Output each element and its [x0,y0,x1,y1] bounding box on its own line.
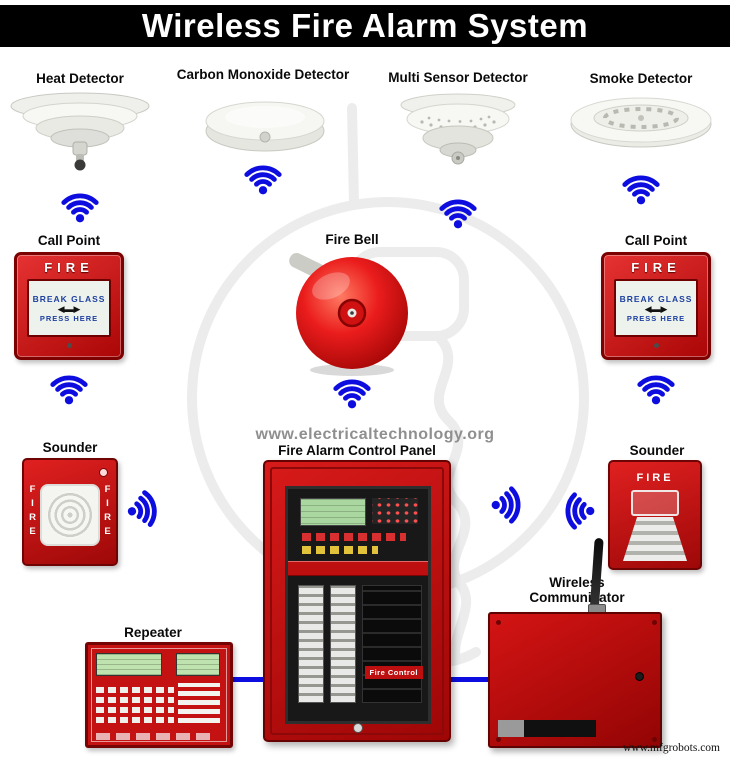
call-point-left-label: Call Point [37,233,101,248]
sounder-left-label: Sounder [42,440,98,455]
sounder-right-device: FIRE [608,460,702,570]
site-credit-text: www.mfgrobots.com [623,742,720,754]
repeater-device [85,642,233,748]
panel-door [270,467,444,735]
keyhole [635,672,644,681]
screw-dot [653,343,659,348]
multi-sensor-detector-illustration [400,93,516,165]
carbon-monoxide-detector-label: Carbon Monoxide Detector [176,67,350,82]
repeater-indicator-rows [178,683,220,723]
wifi-signal-icon [57,186,103,224]
fire-alarm-control-panel-device: Fire Control [263,460,451,742]
repeater-bezel [91,648,227,742]
panel-terminal-strip [330,585,356,703]
repeater-keypad [96,683,174,723]
heat-detector-illustration [10,92,150,171]
sounder-right-label: Sounder [629,443,685,458]
speaker-rings [47,491,93,539]
screw-dot [66,343,72,348]
call-point-brand-text: FIRE [631,260,681,275]
speaker-horn-icon [623,517,687,561]
sounder-fire-text: FIRE [636,472,674,484]
wire-panel-to-communicator [449,677,490,682]
wifi-signal-icon [558,488,596,534]
break-glass-text: BREAK GLASS [619,293,693,304]
wifi-signal-icon [633,368,679,406]
repeater-label-row [96,733,214,740]
fire-control-tag: Fire Control [364,666,423,679]
wifi-signal-icon [490,482,528,528]
sounder-fire-text: FIRE [27,484,38,540]
panel-wiring-module [362,585,422,703]
communicator-label-strip [498,720,596,737]
repeater-lcd-display [176,653,220,676]
break-glass-text: BREAK GLASS [32,293,106,304]
call-point-right-label: Call Point [624,233,688,248]
smoke-detector-label: Smoke Detector [589,71,693,86]
press-here-text: PRESS HERE [39,313,99,323]
control-panel-label: Fire Alarm Control Panel [278,443,436,458]
wifi-signal-icon [618,168,664,206]
call-point-left-device: FIRE BREAK GLASS ◀▬▶ PRESS HERE [14,252,124,360]
fire-bell-label: Fire Bell [325,232,379,247]
panel-brand-band [288,561,428,576]
panel-lock [353,723,363,733]
repeater-label: Repeater [124,625,182,640]
panel-terminal-strip [298,585,324,703]
call-point-glass: BREAK GLASS ◀▬▶ PRESS HERE [27,279,111,337]
wifi-signal-icon [46,368,92,406]
wifi-signal-icon [240,158,286,196]
press-here-text: PRESS HERE [626,313,686,323]
double-arrow-icon: ◀▬▶ [57,303,81,314]
panel-button-row [302,533,406,541]
fire-bell-illustration [289,252,408,376]
multi-sensor-detector-label: Multi Sensor Detector [388,70,528,85]
double-arrow-icon: ◀▬▶ [644,303,668,314]
carbon-monoxide-detector-illustration [205,101,325,152]
watermark-text: www.electricaltechnology.org [255,426,495,443]
strobe-lens [631,490,679,516]
panel-lcd-display [300,498,366,526]
smoke-detector-illustration [570,97,712,148]
page-title: Wireless Fire Alarm System [141,7,589,44]
call-point-glass: BREAK GLASS ◀▬▶ PRESS HERE [614,279,698,337]
wireless-communicator-label: Wireless Communicator [529,575,625,605]
wireless-communicator-device [488,612,662,748]
repeater-lcd-display [96,653,162,676]
wire-repeater-to-panel [231,677,265,682]
title-bar: Wireless Fire Alarm System [0,5,730,47]
wifi-signal-icon [329,372,375,410]
speaker-horn-icon [40,484,100,546]
call-point-right-device: FIRE BREAK GLASS ◀▬▶ PRESS HERE [601,252,711,360]
wifi-signal-icon [122,483,167,535]
strobe-dot [99,468,108,477]
sounder-fire-text: FIRE [102,484,113,540]
wifi-signal-icon [435,192,481,230]
screw-dot [496,620,501,625]
sounder-left-device: FIRE FIRE [22,458,118,566]
call-point-brand-text: FIRE [44,260,94,275]
panel-face: Fire Control [285,486,431,724]
panel-button-row [302,546,378,554]
heat-detector-label: Heat Detector [36,71,124,86]
panel-led-indicators [372,498,418,524]
